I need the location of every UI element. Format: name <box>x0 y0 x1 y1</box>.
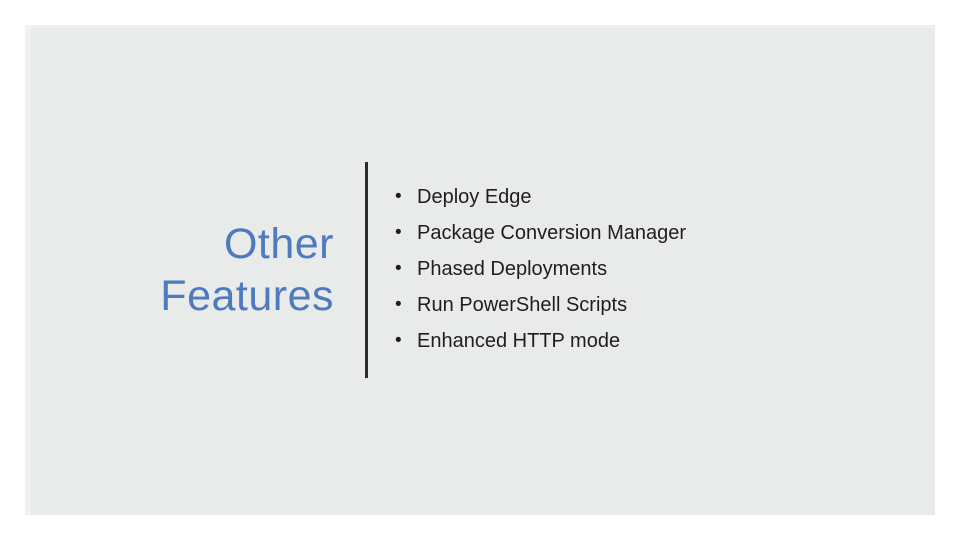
bullet-icon: • <box>395 330 402 351</box>
bullet-text: Run PowerShell Scripts <box>417 294 628 316</box>
bullet-text: Enhanced HTTP mode <box>417 330 621 352</box>
divider-line <box>365 162 368 378</box>
list-item: • Run PowerShell Scripts <box>395 287 686 323</box>
bullet-icon: • <box>395 294 402 315</box>
list-item: • Enhanced HTTP mode <box>395 323 686 359</box>
list-item: • Package Conversion Manager <box>395 215 686 251</box>
bullet-icon: • <box>395 186 402 207</box>
slide-title-line-1: Other <box>223 220 334 268</box>
bullet-icon: • <box>395 258 402 279</box>
bullet-icon: • <box>395 222 402 243</box>
bullet-text: Phased Deployments <box>417 258 608 280</box>
list-item: • Deploy Edge <box>395 179 686 215</box>
bullet-text: Deploy Edge <box>417 186 532 208</box>
list-item: • Phased Deployments <box>395 251 686 287</box>
slide-title: Other Features <box>54 218 334 322</box>
slide-title-line-2: Features <box>160 272 334 320</box>
bullet-text: Package Conversion Manager <box>417 222 687 244</box>
bullet-list: • Deploy Edge • Package Conversion Manag… <box>395 179 686 359</box>
presentation-slide: Other Features • Deploy Edge • Package C… <box>25 25 935 515</box>
